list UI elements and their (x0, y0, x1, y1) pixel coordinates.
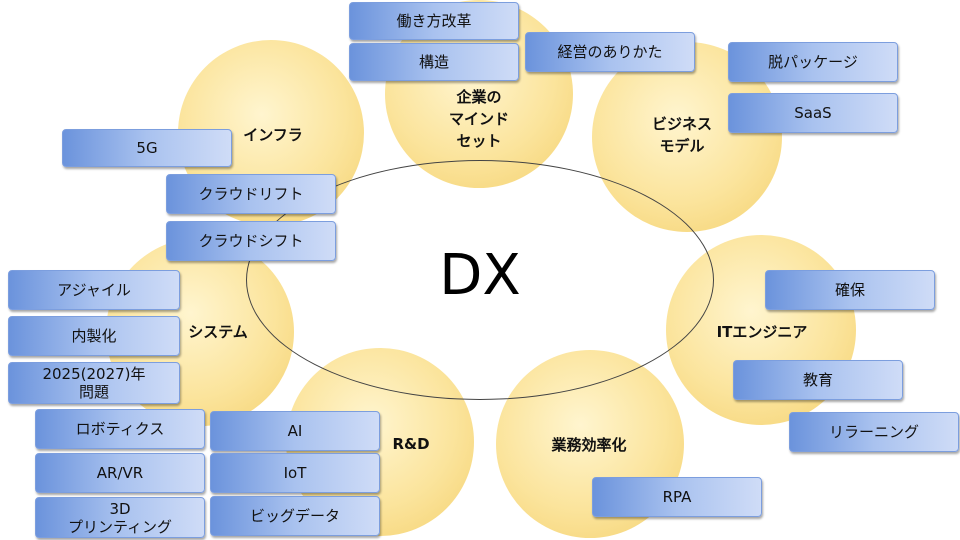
tag-year-problem: 2025(2027)年 問題 (8, 362, 180, 404)
category-label-infra: インフラ (243, 126, 303, 144)
tag-ai: AI (210, 411, 380, 451)
tag-3d-printing: 3D プリンティング (35, 497, 205, 538)
category-label-efficiency: 業務効率化 (551, 436, 627, 454)
tag-hatarakikata: 働き方改革 (349, 2, 519, 40)
tag-keiei: 経営のありかた (525, 32, 695, 72)
tag-robotics: ロボティクス (35, 409, 205, 449)
dx-ellipse (246, 160, 714, 400)
tag-relearning: リラーニング (789, 412, 959, 452)
tag-kouzou: 構造 (349, 43, 519, 81)
dx-center-label: DX (439, 243, 521, 308)
category-label-business-model: ビジネス モデル (651, 115, 712, 155)
category-label-system: システム (188, 323, 248, 341)
tag-iot: IoT (210, 453, 380, 493)
tag-5g: 5G (62, 129, 232, 167)
tag-cloud-lift: クラウドリフト (166, 174, 336, 214)
tag-naisei: 内製化 (8, 316, 180, 356)
tag-kakuho: 確保 (765, 270, 935, 310)
tag-kyouiku: 教育 (733, 360, 903, 400)
tag-bigdata: ビッグデータ (210, 496, 380, 536)
tag-cloud-shift: クラウドシフト (166, 221, 336, 261)
category-label-rnd: R&D (392, 435, 430, 453)
tag-agile: アジャイル (8, 270, 180, 310)
tag-rpa: RPA (592, 477, 762, 517)
tag-datsu-package: 脱パッケージ (728, 42, 898, 82)
tag-arvr: AR/VR (35, 453, 205, 493)
tag-saas: SaaS (728, 93, 898, 133)
category-label-it-engineer: ITエンジニア (716, 323, 808, 341)
category-label-mindset: 企業の マインド セット (448, 88, 509, 150)
